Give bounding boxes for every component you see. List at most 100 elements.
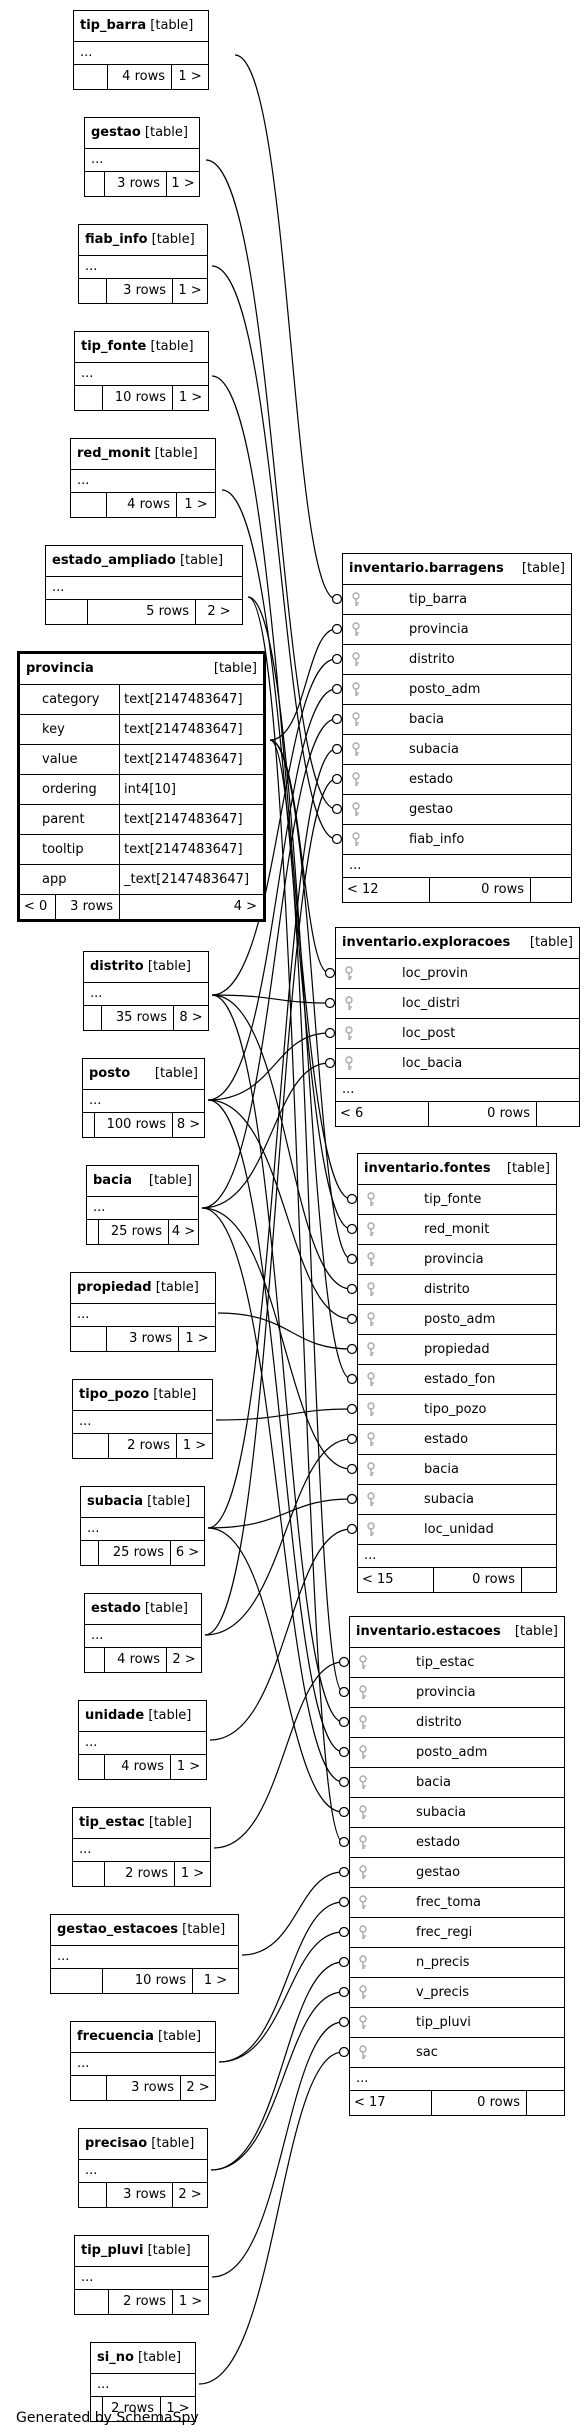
column-row[interactable]: estado	[350, 1828, 564, 1858]
column-row[interactable]: distrito	[343, 645, 571, 675]
column-row[interactable]: gestao	[343, 795, 571, 825]
column-row[interactable]: loc_provin	[336, 959, 579, 989]
column-row[interactable]: posto_adm	[343, 675, 571, 705]
column-row[interactable]: estado_fon	[358, 1365, 556, 1395]
column-row[interactable]: red_monit	[358, 1215, 556, 1245]
column-row[interactable]: tip_pluvi	[350, 2008, 564, 2038]
column-name: frec_toma	[416, 1895, 481, 1910]
relationship-end-marker	[331, 593, 343, 605]
column-row[interactable]: subacia	[350, 1798, 564, 1828]
column-row[interactable]: provincia	[350, 1678, 564, 1708]
column-name: tip_pluvi	[416, 2015, 471, 2030]
column-row[interactable]: v_precis	[350, 1978, 564, 2008]
column-row[interactable]: app_text[2147483647]	[20, 865, 263, 895]
key-icon	[359, 1894, 367, 1909]
column-row[interactable]: subacia	[343, 735, 571, 765]
key-icon	[359, 1924, 367, 1939]
column-row[interactable]: subacia	[358, 1485, 556, 1515]
children-count: 8 >	[179, 1010, 203, 1025]
column-row[interactable]: bacia	[343, 705, 571, 735]
column-row[interactable]: estado	[358, 1425, 556, 1455]
key-icon-cell	[343, 795, 369, 824]
row-count: 0 rows	[432, 2091, 527, 2115]
relationship-end-marker	[346, 1193, 358, 1205]
column-row[interactable]: tip_barra	[343, 585, 571, 615]
row-count: 10 rows	[103, 386, 173, 410]
table-ellipsis: ...	[84, 983, 208, 1006]
column-row[interactable]: frec_regi	[350, 1918, 564, 1948]
column-row[interactable]: propiedad	[358, 1335, 556, 1365]
column-name: bacia	[416, 1775, 451, 1790]
column-row[interactable]: fiab_info	[343, 825, 571, 855]
column-row[interactable]: n_precis	[350, 1948, 564, 1978]
column-row[interactable]: distrito	[350, 1708, 564, 1738]
column-row[interactable]: bacia	[350, 1768, 564, 1798]
column-row[interactable]: distrito	[358, 1275, 556, 1305]
column-row[interactable]: estado	[343, 765, 571, 795]
column-row[interactable]: loc_distri	[336, 989, 579, 1019]
relationship-line	[201, 1207, 352, 1470]
column-row[interactable]: loc_bacia	[336, 1049, 579, 1079]
column-row[interactable]: tipo_pozo	[358, 1395, 556, 1425]
column-row[interactable]: tip_fonte	[358, 1185, 556, 1215]
column-row[interactable]: loc_unidad	[358, 1515, 556, 1545]
column-row[interactable]: loc_post	[336, 1019, 579, 1049]
column-row[interactable]: posto_adm	[358, 1305, 556, 1335]
column-row[interactable]: bacia	[358, 1455, 556, 1485]
relationship-end-marker	[346, 1283, 358, 1295]
column-row[interactable]: provincia	[358, 1245, 556, 1275]
table-header: inventario.exploracoes [table]	[336, 928, 579, 959]
key-icon-cell	[350, 1798, 376, 1827]
relationship-end-marker	[324, 967, 336, 979]
table-header: subacia [table]	[81, 1487, 204, 1518]
column-row[interactable]: gestao	[350, 1858, 564, 1888]
column-row[interactable]: tip_estac	[350, 1648, 564, 1678]
column-row[interactable]: posto_adm	[350, 1738, 564, 1768]
key-icon	[367, 1281, 375, 1296]
column-row[interactable]: sac	[350, 2038, 564, 2068]
column-row[interactable]: provincia	[343, 615, 571, 645]
table-header: tip_fonte [table]	[75, 332, 208, 363]
table-name: estado	[91, 1601, 141, 1616]
column-row[interactable]: frec_toma	[350, 1888, 564, 1918]
table-inventario-exploracoes[interactable]: inventario.exploracoes [table]loc_provin…	[335, 927, 580, 1127]
table-ellipsis: ...	[87, 1197, 198, 1220]
table-header: propiedad [table]	[71, 1273, 215, 1304]
